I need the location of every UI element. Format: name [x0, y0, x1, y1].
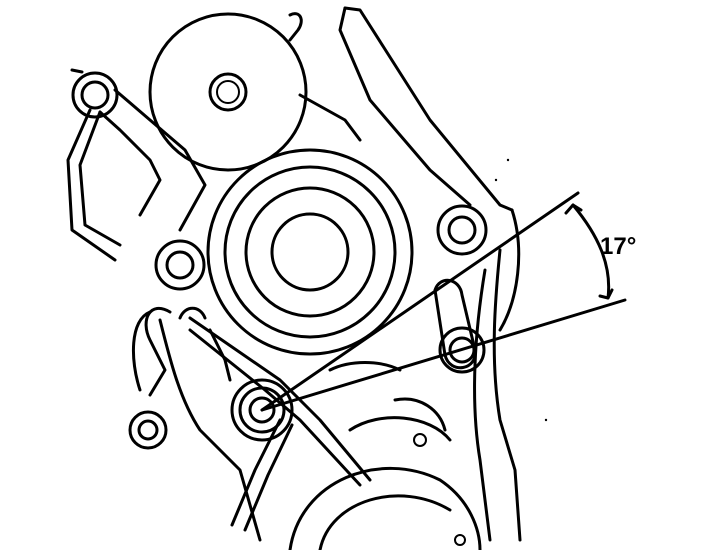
bracket-bolt-top-left: [71, 71, 119, 119]
bolt-right: [436, 204, 488, 256]
bolt-bottom-left: [128, 410, 168, 450]
bolt-slot: [438, 326, 486, 374]
lower-housing: [158, 318, 447, 542]
bolt-left: [154, 239, 206, 291]
tensioner-pulley: [148, 12, 308, 172]
angle-label: 17°: [600, 233, 636, 260]
crank-pulley: [288, 416, 482, 550]
angle-indicator: [260, 191, 627, 412]
housing-outline: [288, 6, 522, 542]
tensioner-bracket: [66, 68, 362, 262]
print-marks: [494, 158, 548, 422]
lever-tool: [131, 306, 372, 532]
center-pulley: [206, 148, 414, 356]
